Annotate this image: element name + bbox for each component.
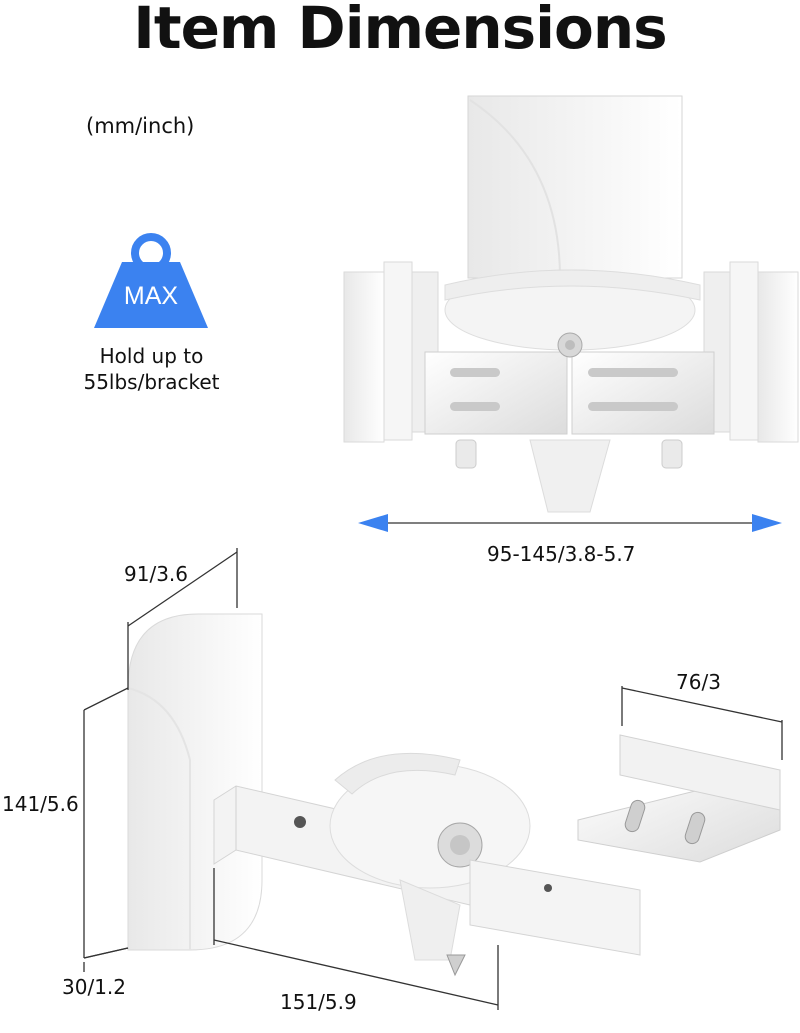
page-title: Item Dimensions <box>133 0 667 62</box>
bracket-side-view <box>127 613 781 977</box>
dim-plate-width: 76/3 <box>676 670 721 694</box>
dimension-lines <box>83 548 783 1010</box>
dim-arm-length: 151/5.9 <box>280 990 357 1014</box>
max-label: MAX <box>124 282 179 310</box>
weight-icon: MAX <box>94 233 208 328</box>
dim-height: 141/5.6 <box>2 792 79 816</box>
dim-base-depth: 30/1.2 <box>62 975 126 999</box>
capacity-text: Hold up to 55lbs/bracket <box>64 343 239 395</box>
dim-adjust-width: 95-145/3.8-5.7 <box>487 542 636 566</box>
width-arrow <box>358 514 782 532</box>
capacity-line-1: Hold up to <box>99 344 204 368</box>
units-label: (mm/inch) <box>86 114 195 138</box>
dim-depth-top: 91/3.6 <box>124 562 188 586</box>
capacity-line-2: 55lbs/bracket <box>83 370 220 394</box>
bracket-front-view <box>343 95 799 513</box>
